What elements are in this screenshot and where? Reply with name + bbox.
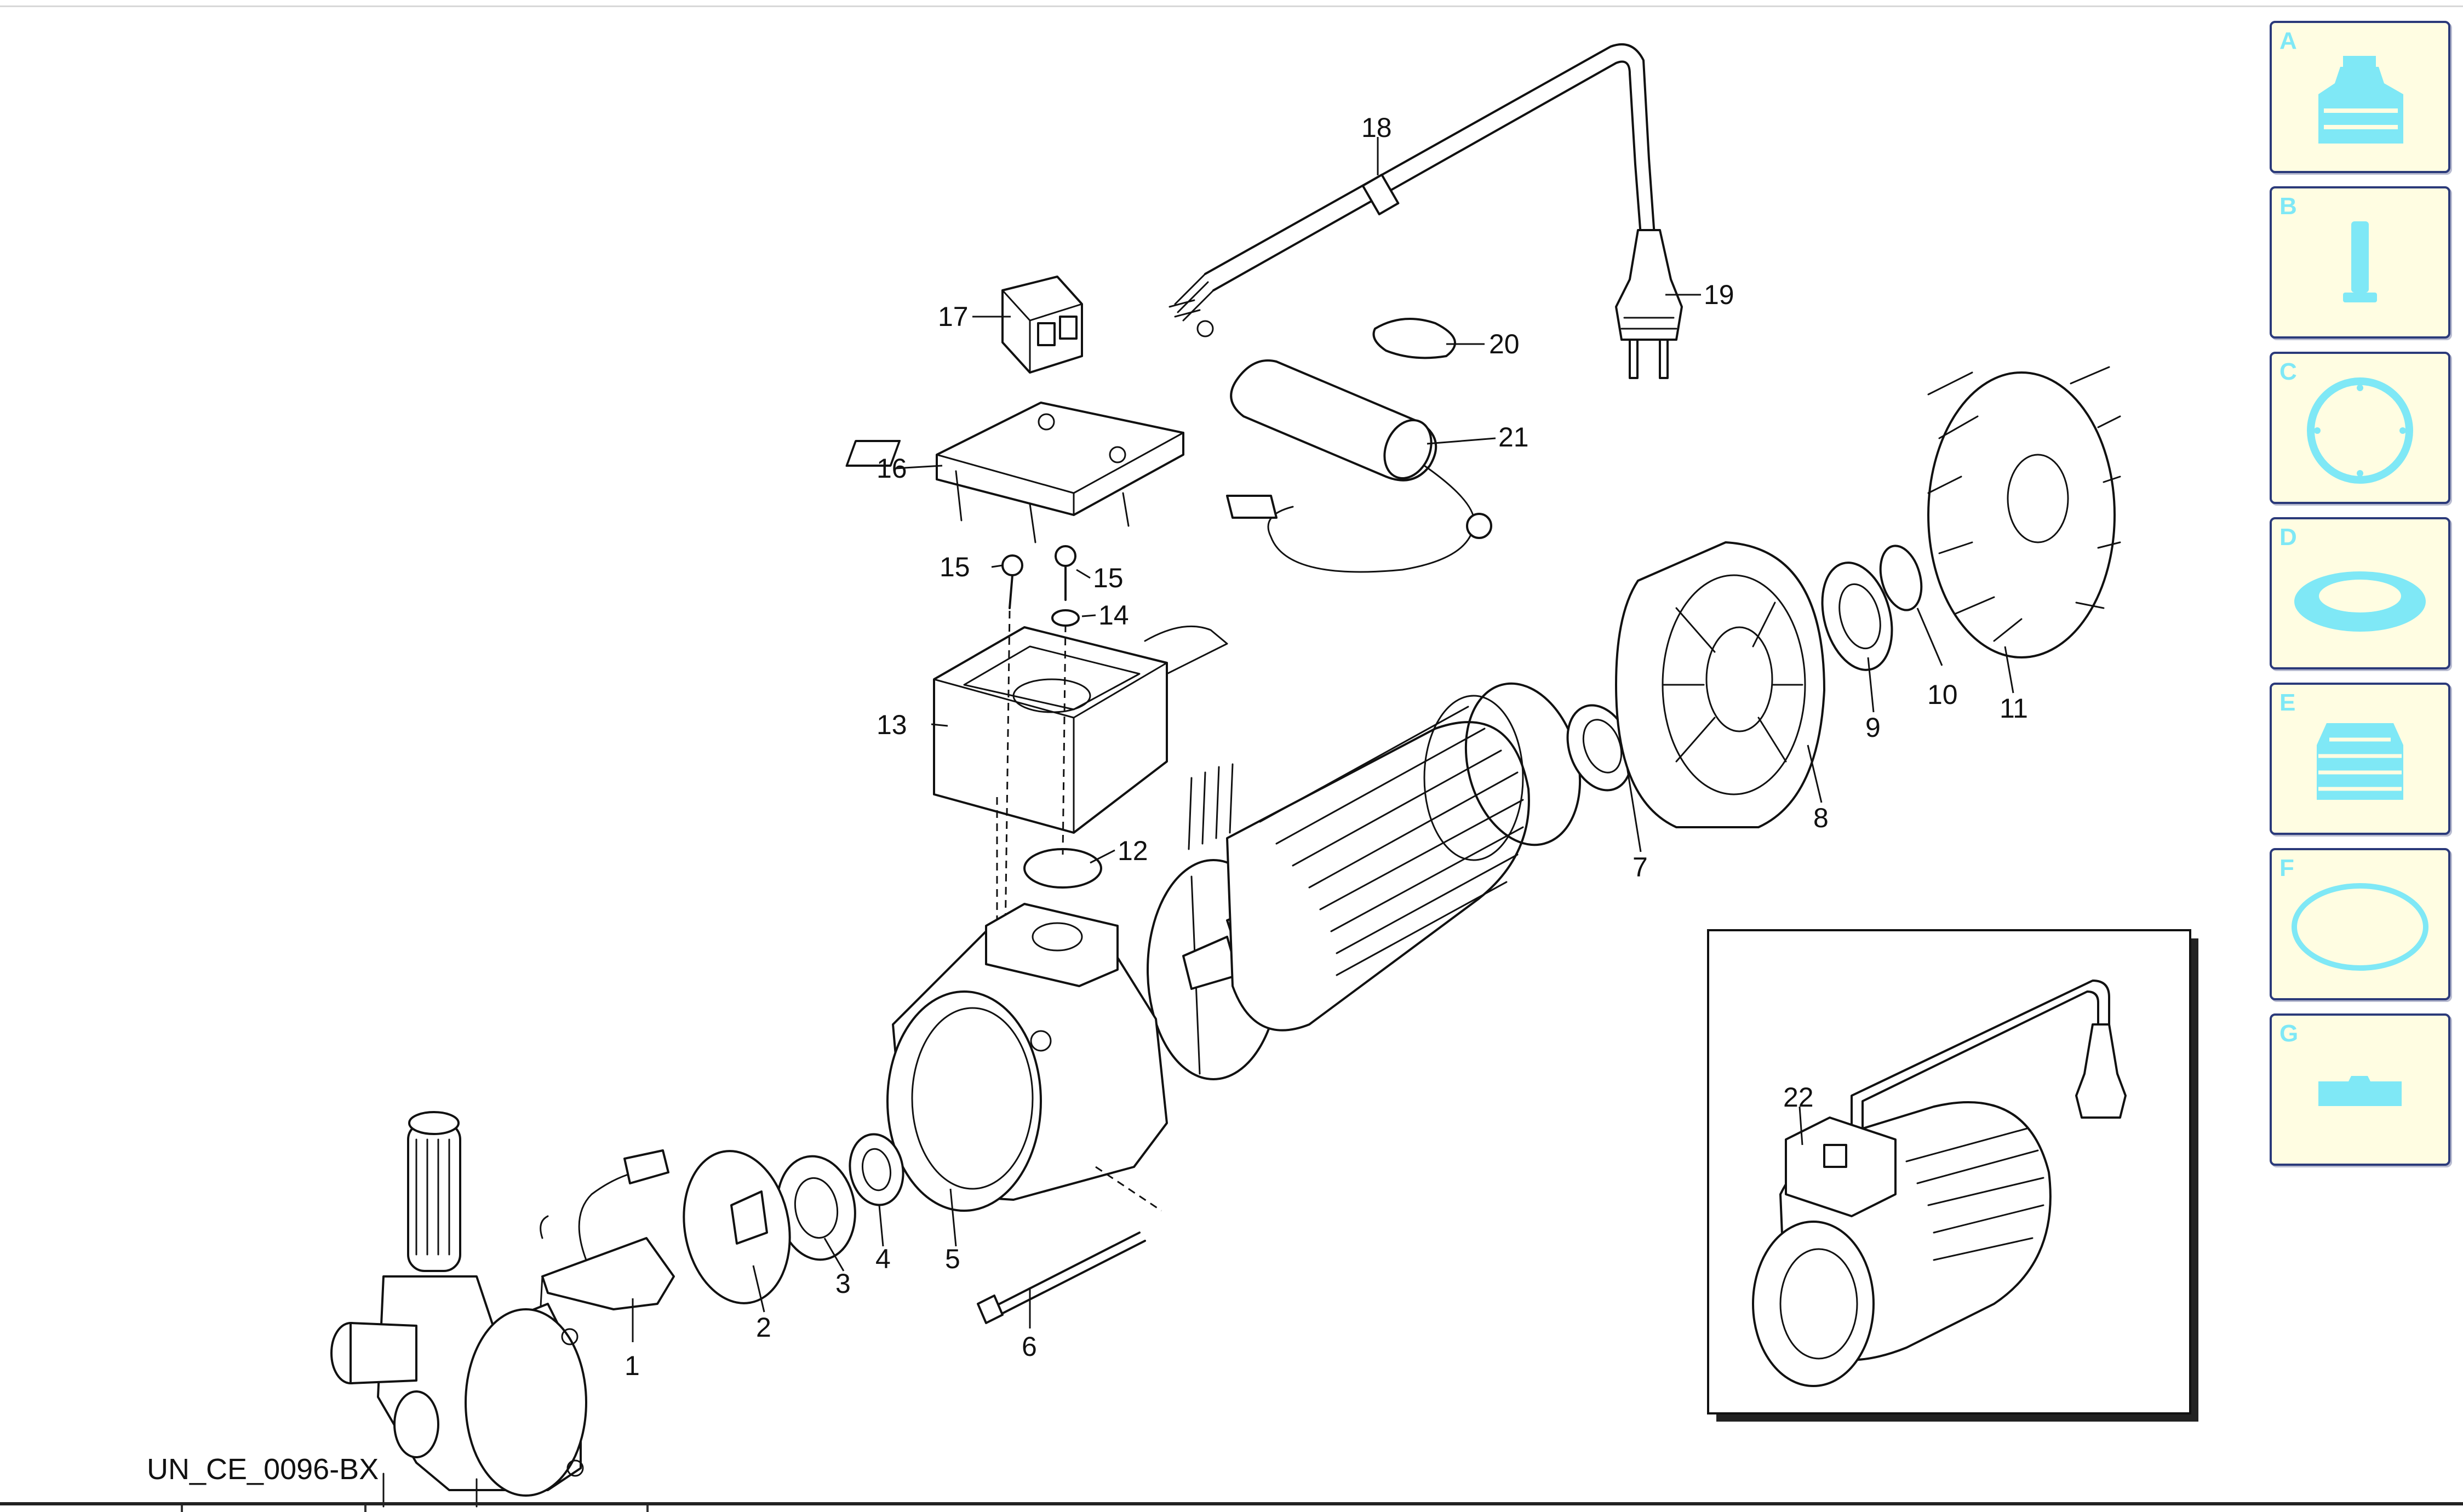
thumbnail-letter: C xyxy=(2279,358,2297,385)
gasket-icon xyxy=(2307,377,2413,484)
leader-lines xyxy=(632,137,2014,1342)
part-label: 11 xyxy=(2000,693,2028,724)
part-label: 14 xyxy=(1098,600,1129,631)
o-ring-icon xyxy=(2292,883,2428,971)
part-label: 19 xyxy=(1704,279,1734,310)
power-cable xyxy=(1169,43,1656,337)
part-label: 18 xyxy=(1361,112,1392,143)
thumbnail-e[interactable]: E xyxy=(2270,683,2450,835)
part-label: 22 xyxy=(1783,1082,1814,1113)
thumbnail-letter: E xyxy=(2279,689,2296,716)
part-label: 5 xyxy=(945,1244,960,1274)
stator xyxy=(1226,695,1530,1032)
bottom-tab-separator xyxy=(646,1505,649,1512)
top-divider xyxy=(0,5,2463,7)
part-label: 17 xyxy=(938,301,969,332)
power-plug xyxy=(1615,229,1683,379)
tie-rod xyxy=(977,1232,1146,1324)
shaft-seal xyxy=(1821,562,1893,671)
switch xyxy=(1001,276,1083,374)
part-label: 3 xyxy=(835,1268,851,1299)
part-label: 12 xyxy=(1118,835,1148,866)
capacitor-clamp xyxy=(1372,318,1456,359)
thumbnail-letter: F xyxy=(2279,855,2294,881)
thumbnail-g[interactable]: G xyxy=(2270,1013,2450,1166)
thumbnail-b[interactable]: B xyxy=(2270,186,2450,339)
bellows-icon xyxy=(2317,723,2403,800)
part-label: 1 xyxy=(625,1350,640,1381)
thumbnail-letter: A xyxy=(2279,27,2297,54)
terminal-box xyxy=(933,625,1228,834)
part-label: 8 xyxy=(1813,803,1829,833)
bottom-divider xyxy=(0,1502,2463,1505)
capacitor xyxy=(1226,359,1492,573)
screws xyxy=(1001,545,1080,627)
part-label: 21 xyxy=(1498,422,1529,453)
part-label: 7 xyxy=(1633,852,1648,883)
part-labels: 1 2 3 4 5 6 7 8 9 10 11 12 13 14 15 15 1… xyxy=(625,112,2028,1381)
fan xyxy=(1927,366,2121,658)
motor-housing xyxy=(886,903,1168,1212)
thumbnail-letter: D xyxy=(2279,524,2297,551)
bottom-tab-separator xyxy=(181,1505,183,1512)
part-label: 15 xyxy=(940,552,970,582)
part-label: 10 xyxy=(1927,679,1958,710)
oil-seal xyxy=(849,1133,904,1206)
thumbnail-c[interactable]: C xyxy=(2270,352,2450,504)
end-shield xyxy=(1615,541,1825,828)
seal-ring-icon xyxy=(2294,571,2426,632)
retaining-ring xyxy=(1879,545,1923,611)
thumbnail-letter: B xyxy=(2279,193,2297,220)
part-label: 9 xyxy=(1865,712,1881,743)
bottom-tab-separator xyxy=(364,1505,366,1512)
part-label: 4 xyxy=(875,1244,891,1274)
part-label: 2 xyxy=(756,1312,771,1343)
thumbnail-f[interactable]: F xyxy=(2270,848,2450,1000)
thumbnail-letter: G xyxy=(2279,1020,2299,1047)
part-label: 6 xyxy=(1022,1331,1037,1362)
thumbnail-d[interactable]: D xyxy=(2270,517,2450,669)
part-label: 20 xyxy=(1489,329,1520,359)
flange xyxy=(683,1150,791,1304)
thumbnail-a[interactable]: A xyxy=(2270,21,2450,173)
diagram-code: UN_CE_0096-BX xyxy=(147,1453,379,1486)
assembly-inset xyxy=(1707,929,2198,1422)
box-o-ring xyxy=(1023,848,1102,889)
switch-cover xyxy=(845,402,1184,543)
part-label: 16 xyxy=(877,453,907,484)
part-label: 13 xyxy=(877,709,907,740)
pump-head xyxy=(330,1111,587,1508)
pressure-switch xyxy=(539,1149,675,1327)
key-icon xyxy=(2318,1076,2402,1106)
part-label: 15 xyxy=(1093,563,1124,593)
fitting-icon xyxy=(2318,56,2403,144)
pin-icon xyxy=(2343,221,2377,302)
